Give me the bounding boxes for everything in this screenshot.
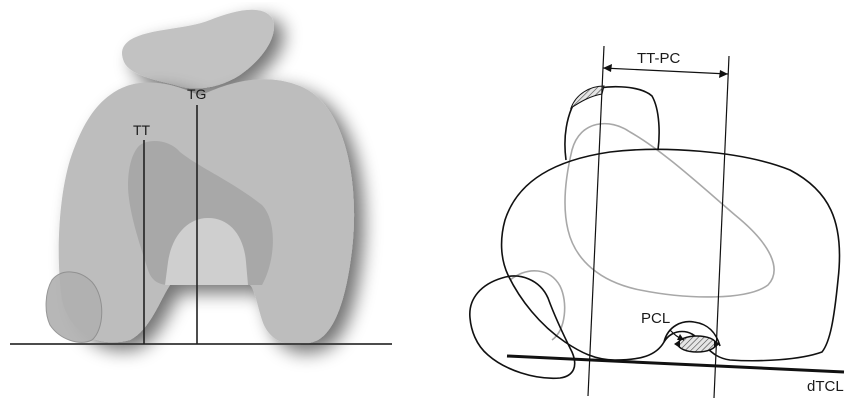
tt-hatched-cap <box>571 86 604 108</box>
ghost-lateral-outline <box>510 271 565 340</box>
tt-pc-label: TT-PC <box>637 50 680 67</box>
right-panel: TT-PC PCL dTCL <box>470 46 844 398</box>
tt-pc-arrowhead-right <box>719 70 728 78</box>
tt-pc-arrow <box>603 68 728 74</box>
tt-pc-arrowhead-left <box>603 64 612 72</box>
pcl-bracket-left <box>674 340 680 348</box>
tt-reference-line <box>588 46 604 396</box>
patella-shape <box>122 10 274 89</box>
pcl-marker <box>678 336 716 352</box>
tt-label: TT <box>133 122 151 138</box>
left-panel: TT TG <box>10 10 392 345</box>
pcl-label: PCL <box>641 310 670 327</box>
medial-lobe-outline <box>470 276 575 378</box>
dtcl-label: dTCL <box>807 378 844 395</box>
pc-reference-line <box>714 56 729 398</box>
tg-label: TG <box>187 86 206 102</box>
